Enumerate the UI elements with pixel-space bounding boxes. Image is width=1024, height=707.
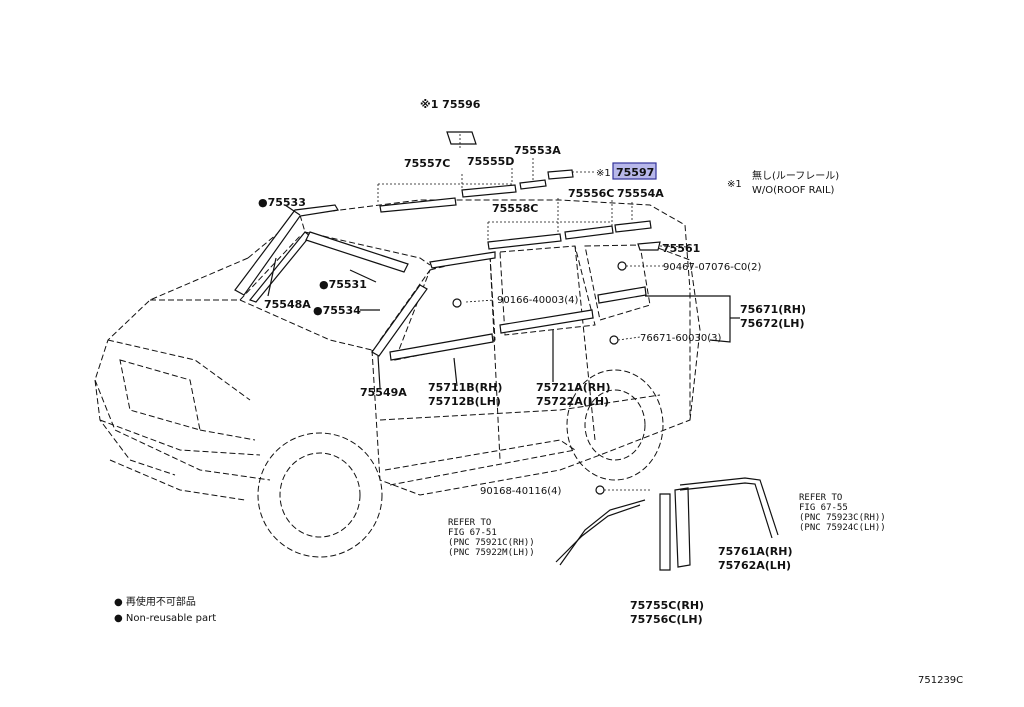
label-75558c: 75558C — [492, 202, 538, 215]
pillar-moulding — [371, 251, 496, 357]
label-75762a: 75762A(LH) — [718, 559, 791, 572]
label-76671: 76671-60030(3) — [640, 333, 721, 344]
label-75548a: 75548A — [264, 298, 311, 311]
label-75561: 75561 — [662, 242, 700, 255]
quarter-window-parts — [555, 477, 779, 571]
reference-left: REFER TO FIG 67-51 (PNC 75921C(RH)) (PNC… — [448, 518, 535, 558]
label-75531: ●75531 — [319, 278, 367, 291]
label-75711b: 75711B(RH) — [428, 381, 502, 394]
label-75555d: 75555D — [467, 155, 514, 168]
ref-left-line-2: FIG 67-51 — [448, 528, 497, 538]
label-75755c: 75755C(RH) — [630, 599, 704, 612]
reference-right: REFER TO FIG 67-55 (PNC 75923C(RH)) (PNC… — [799, 493, 886, 533]
vehicle-outline — [94, 199, 701, 558]
label-75557c: 75557C — [404, 157, 450, 170]
label-75761a: 75761A(RH) — [718, 545, 793, 558]
label-75721a: 75721A(RH) — [536, 381, 611, 394]
label-75533: ●75533 — [258, 196, 306, 209]
label-75534: ●75534 — [313, 304, 361, 317]
label-75556c: 75556C — [568, 187, 614, 200]
ref-left-line-1: REFER TO — [448, 518, 491, 528]
ref-right-line-4: (PNC 75924C(LH)) — [799, 523, 886, 533]
label-75672: 75672(LH) — [740, 317, 805, 330]
note-marker: ※1 — [727, 179, 742, 190]
ref-right-line-3: (PNC 75923C(RH)) — [799, 513, 886, 523]
figure-id: 751239C — [918, 675, 963, 686]
label-75549a: 75549A — [360, 386, 407, 399]
label-90467: 90467-07076-C0(2) — [663, 262, 761, 273]
label-75722a: 75722A(LH) — [536, 395, 609, 408]
ref-right-line-2: FIG 67-55 — [799, 503, 848, 513]
legend: ● 再使用不可部品 ● Non-reusable part — [114, 595, 216, 624]
label-75553a: 75553A — [514, 144, 561, 157]
label-75712b: 75712B(LH) — [428, 395, 501, 408]
label-90168: 90168-40116(4) — [480, 486, 561, 497]
label-75756c: 75756C(LH) — [630, 613, 703, 626]
label-75554a: 75554A — [617, 187, 664, 200]
label-75596: ※1 75596 — [420, 98, 481, 111]
label-75671: 75671(RH) — [740, 303, 806, 316]
label-90166: 90166-40003(4) — [497, 295, 578, 306]
ref-left-line-3: (PNC 75921C(RH)) — [448, 538, 535, 548]
door-belt-mouldings — [389, 286, 647, 361]
label-75597: 75597 — [616, 166, 654, 179]
ref-left-line-4: (PNC 75922M(LH)) — [448, 548, 535, 558]
roof-moulding-segments — [379, 131, 661, 251]
note-en: W/O(ROOF RAIL) — [752, 185, 835, 196]
note-jp: 無し(ルーフレール) — [752, 169, 839, 182]
label-75597-prefix: ※1 — [596, 168, 611, 179]
leader-lines — [267, 132, 740, 491]
windshield-moulding-upper — [305, 231, 409, 273]
part-number-labels: ※1 75596 75553A ※1 75597 75557C 75555D 7… — [258, 98, 806, 626]
highlight-75597 — [612, 162, 657, 180]
note-block: ※1 無し(ルーフレール) W/O(ROOF RAIL) — [727, 169, 839, 196]
ref-right-line-1: REFER TO — [799, 493, 842, 503]
legend-en: ● Non-reusable part — [114, 613, 216, 624]
legend-jp: ● 再使用不可部品 — [114, 595, 196, 608]
